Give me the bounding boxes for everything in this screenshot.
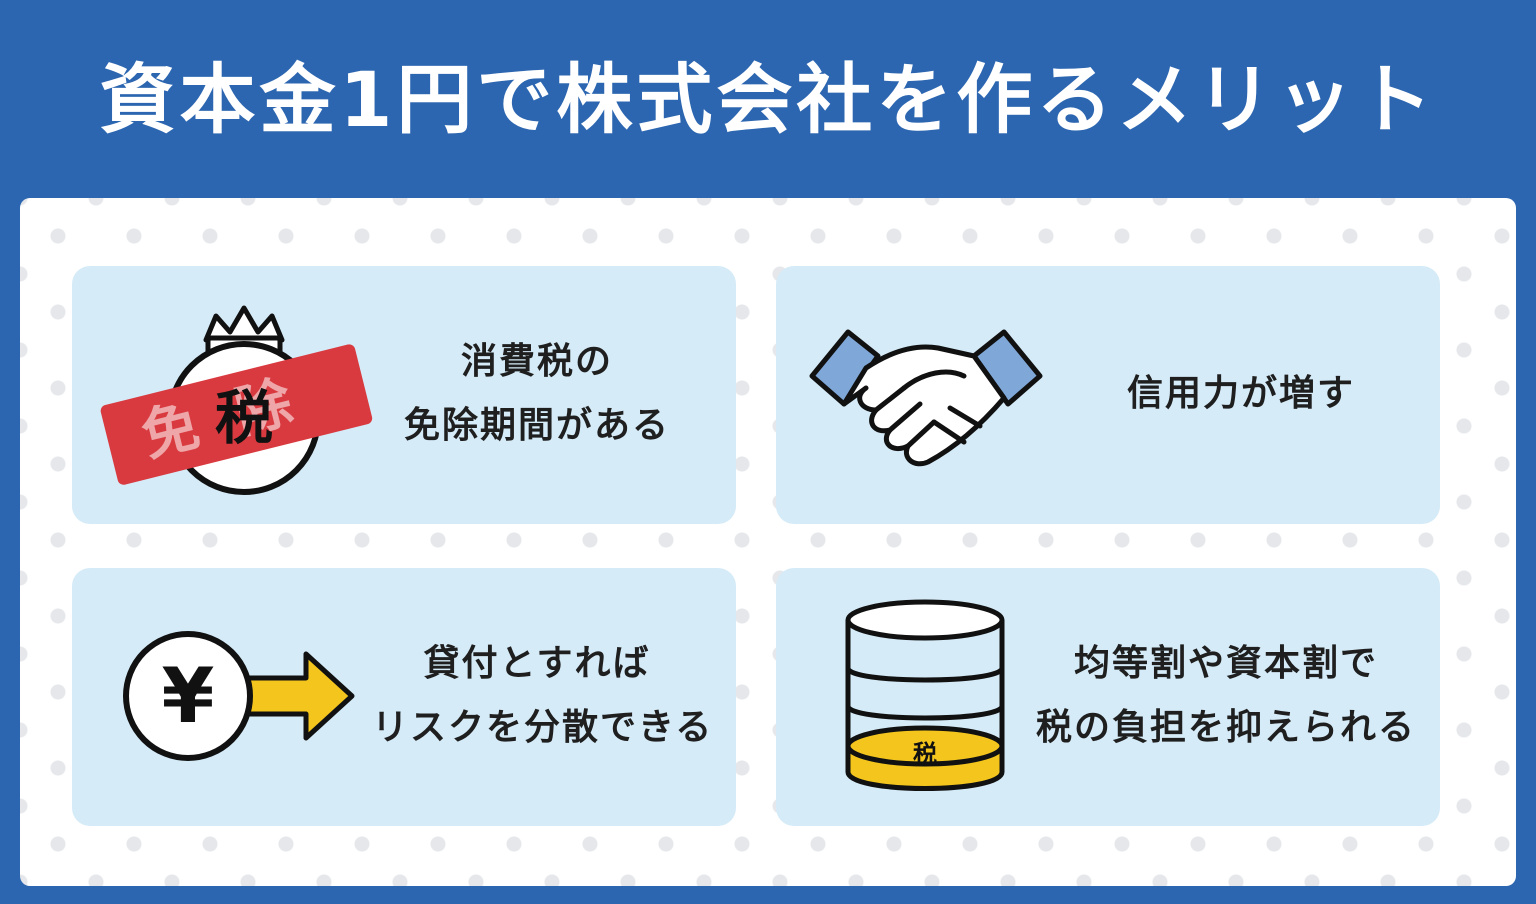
- yen-symbol: ¥: [162, 651, 215, 740]
- merit-text: 貸付とすれば リスクを分散できる: [372, 643, 714, 748]
- page-title: 資本金1円で株式会社を作るメリット: [99, 55, 1437, 144]
- yen-arrow-icon: ¥: [123, 631, 355, 761]
- merit-card-credibility: 信用力が増す: [776, 266, 1440, 524]
- tax-text: 税: [913, 740, 937, 768]
- merit-text: 信用力が増す: [1126, 373, 1355, 414]
- tax-cylinder-icon: 税: [845, 599, 1005, 791]
- merit-card-tax-exemption: 免除 税 消費税の 免除期間がある: [72, 266, 736, 524]
- handshake-icon: [809, 329, 1043, 467]
- tax-text: 税: [215, 384, 273, 452]
- merit-card-tax-burden: 税 均等割や資本割で 税の負担を抑えられる: [776, 568, 1440, 826]
- content-panel: 免除 税 消費税の 免除期間がある 信用力が増す: [20, 198, 1516, 886]
- header-bar: 資本金1円で株式会社を作るメリット: [0, 0, 1536, 196]
- merit-text: 均等割や資本割で 税の負担を抑えられる: [1035, 643, 1416, 748]
- tax-exemption-icon: 免除 税: [100, 305, 373, 495]
- merit-text: 消費税の 免除期間がある: [403, 341, 670, 446]
- merit-card-risk-distribution: ¥ 貸付とすれば リスクを分散できる: [72, 568, 736, 826]
